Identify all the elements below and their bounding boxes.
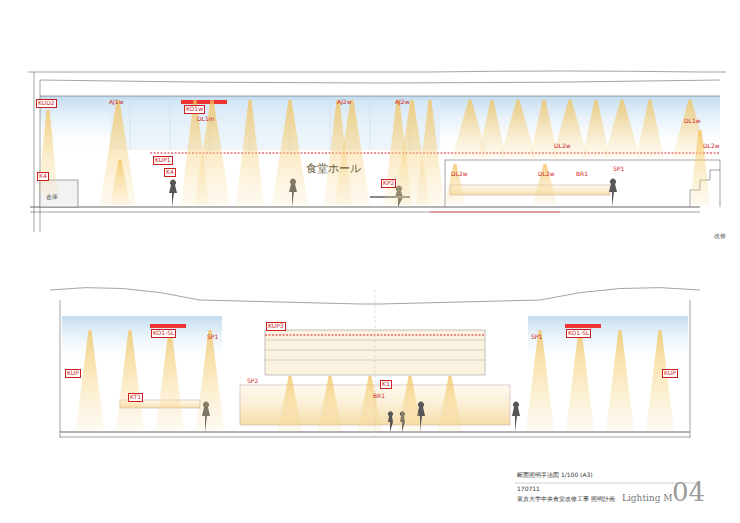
fixture-code: SP2	[246, 378, 259, 385]
fixture-code: KUP	[662, 369, 678, 378]
light-cone	[358, 376, 382, 431]
upper-section	[28, 71, 726, 232]
room-name: 食堂ホール	[306, 163, 361, 175]
fixture-code: DL2w	[702, 143, 721, 150]
fixture-code: K1	[380, 380, 392, 389]
light-cone	[318, 376, 342, 431]
light-cone	[690, 130, 710, 205]
fixture-code: K4	[37, 172, 49, 181]
note-label: 倉庫	[46, 194, 58, 201]
fixture-code: KO1-SL	[566, 329, 591, 338]
lower-section	[50, 288, 700, 440]
fixture-code: KP2	[381, 179, 396, 188]
drawing-caption: 断面照明手法図 1/100 (A3)	[517, 472, 593, 479]
fixture-code: K4	[164, 168, 176, 177]
light-cone	[76, 330, 104, 430]
light-cone	[646, 330, 674, 430]
note-label: 東京大学中央食堂改修工事 照明計画	[517, 496, 615, 503]
light-cone	[566, 330, 594, 430]
light-cone	[500, 100, 536, 158]
note-label: Lighting M	[622, 494, 673, 504]
light-cone	[110, 160, 130, 205]
fixture-code: BR1	[372, 393, 386, 400]
fixture-code: KUP3	[266, 322, 286, 331]
light-cone	[526, 330, 554, 430]
fixture-code: DL1w	[683, 118, 702, 125]
fixture-code: BR1	[575, 171, 589, 178]
light-cone	[196, 330, 224, 430]
light-cone	[606, 330, 634, 430]
light-cone	[478, 100, 506, 158]
fixture-code: DL2w	[553, 143, 572, 150]
light-cone	[636, 100, 664, 158]
note-label: 改修	[714, 233, 726, 240]
fixture-code: KUD2	[36, 99, 57, 108]
light-cone	[156, 330, 184, 430]
fixture-code: KO1-SL	[151, 329, 176, 338]
light-cone	[445, 164, 465, 204]
light-cone	[100, 100, 136, 205]
fixture-code: DL2w	[537, 171, 556, 178]
light-cone	[438, 376, 462, 431]
light-cone	[582, 100, 610, 158]
light-cone	[533, 164, 557, 204]
fixture-code: DL2w	[450, 171, 469, 178]
light-cone	[116, 330, 144, 430]
fixture-code: KUP	[65, 369, 81, 378]
fixture-code: KUP1	[153, 156, 173, 165]
fixture-code: AJ2w	[336, 99, 353, 106]
fixture-code: AJ1w	[108, 99, 125, 106]
fixture-code: SP1	[206, 334, 219, 341]
fixture-code: AJ2w	[394, 99, 411, 106]
fixture-code: SP1	[612, 166, 625, 173]
light-cone	[604, 100, 640, 158]
fixture-code: KT1	[128, 393, 143, 402]
light-cone	[236, 100, 264, 205]
note-label: 170711	[517, 486, 540, 493]
light-cones	[38, 100, 710, 431]
light-cone	[334, 100, 370, 205]
note-label: 04	[672, 478, 705, 507]
light-cone	[278, 376, 302, 431]
light-cone	[530, 100, 558, 158]
light-cone	[272, 100, 308, 205]
fixture-code: DL1m	[196, 116, 216, 123]
fixture-code: SP1	[530, 334, 543, 341]
light-cone	[416, 100, 444, 205]
light-cone	[194, 100, 230, 205]
light-cone	[552, 100, 588, 158]
light-cone	[398, 376, 422, 431]
fixture-code: KO1w	[184, 105, 205, 114]
light-cone	[38, 110, 58, 195]
